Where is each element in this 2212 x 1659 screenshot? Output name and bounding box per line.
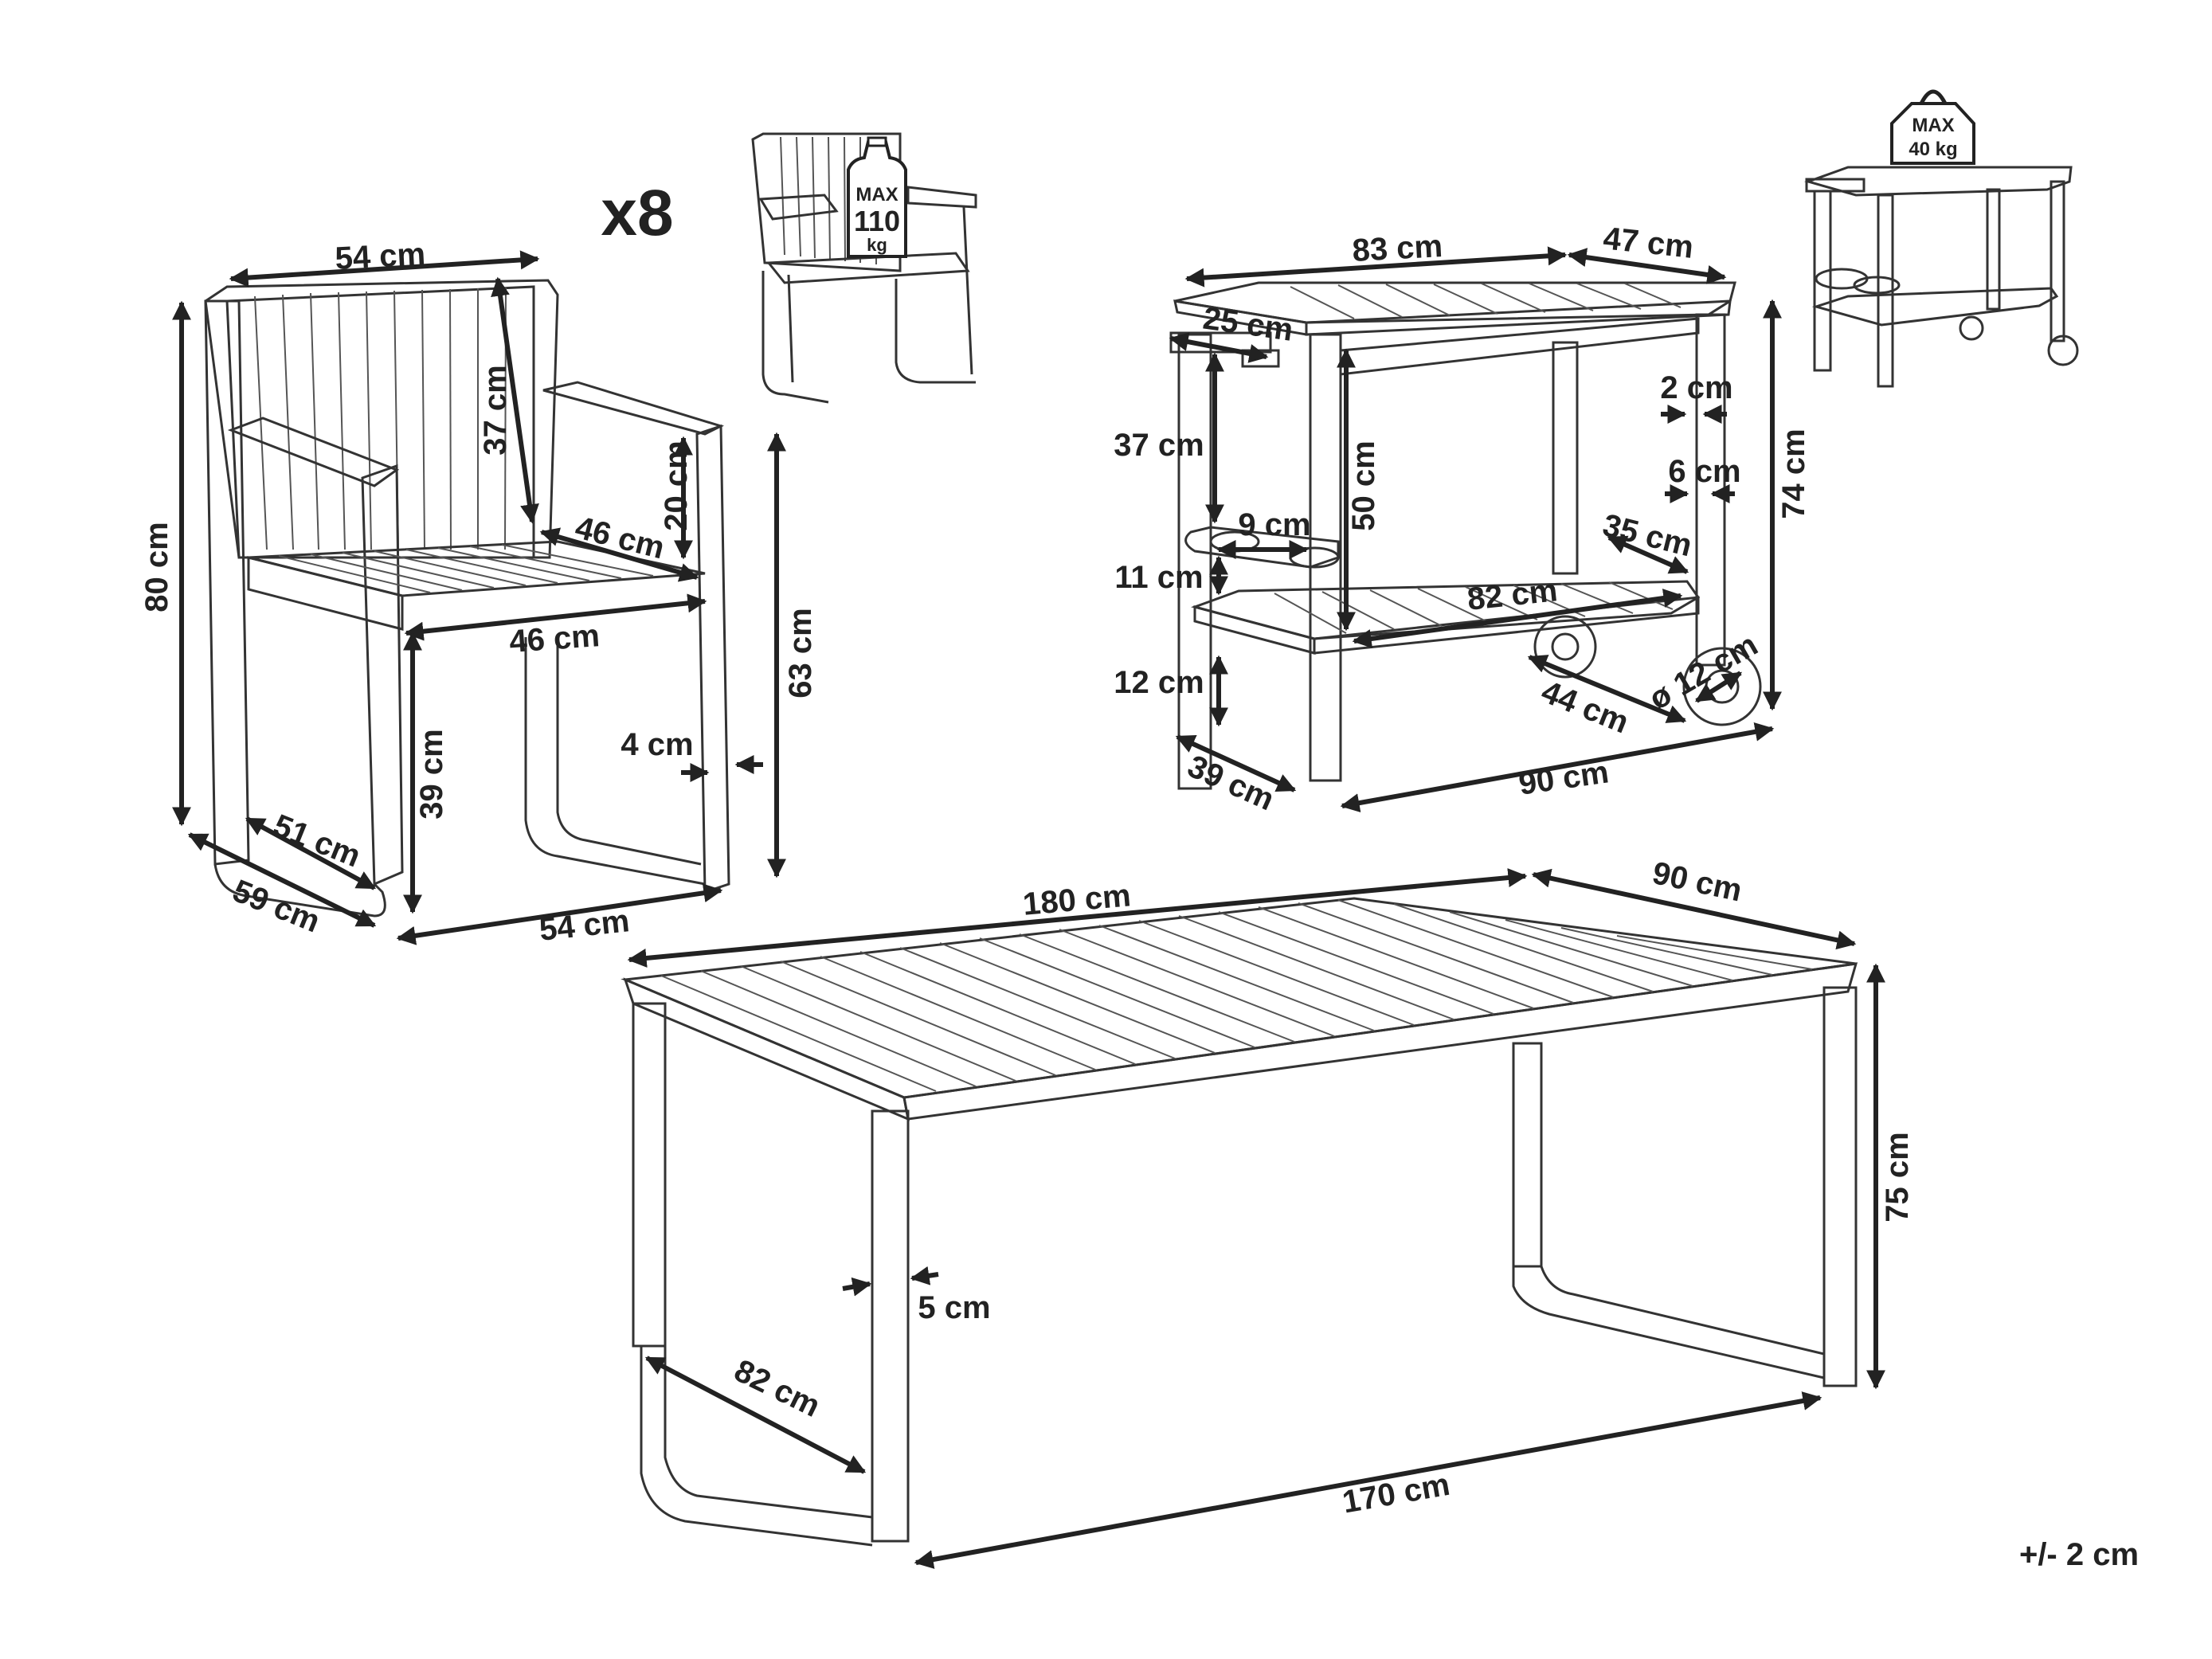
table-drawing — [621, 897, 1858, 1547]
chair-width-top-label: 54 cm — [335, 237, 427, 276]
cart-wheel-diameter-label: ø 12 cm — [1643, 627, 1764, 717]
chair-seat-height-label: 39 cm — [414, 729, 449, 819]
chair-load-value: 110 — [854, 205, 900, 237]
tolerance-note: +/- 2 cm — [2019, 1537, 2139, 1572]
cart-labels: 83 cm 47 cm 25 cm 37 cm 9 cm 50 cm 2 cm … — [1114, 221, 1811, 817]
cart-cup-hole-label: 9 cm — [1238, 507, 1310, 542]
chair-armrest-label: 20 cm — [659, 440, 694, 530]
cart-shelf-length-label: 82 cm — [1466, 573, 1559, 617]
cart-load-value: 40 kg — [1909, 139, 1957, 160]
table-labels: 180 cm 90 cm 75 cm 5 cm 82 cm 170 cm — [729, 855, 1915, 1520]
cart-load-icon: MAX 40 kg — [1804, 89, 2079, 388]
chair-armrest-total-label: 63 cm — [783, 608, 818, 698]
cart-shelf-thickness-label: 11 cm — [1114, 560, 1203, 595]
chair-labels: 54 cm 80 cm 37 cm 20 cm 46 cm 46 cm 39 c… — [139, 237, 818, 948]
cart-length-bottom-label: 90 cm — [1517, 754, 1611, 801]
chair-load-max: MAX — [855, 184, 898, 205]
cart-leg-height-label: 50 cm — [1346, 440, 1381, 530]
cart-leg-width-label: 2 cm — [1660, 370, 1732, 405]
cart-handle-label: 25 cm — [1201, 300, 1295, 347]
chair-backrest-label: 37 cm — [478, 365, 513, 455]
cart-base-depth-label: 44 cm — [1537, 674, 1634, 740]
chair-seat-width-label: 46 cm — [508, 618, 601, 659]
table-height-label: 75 cm — [1880, 1132, 1915, 1222]
cart-dimension-lines — [1169, 246, 1782, 812]
chair-dimension-lines — [172, 250, 786, 945]
table-leg-depth-label: 82 cm — [729, 1353, 825, 1424]
chair-width-bottom-label: 54 cm — [538, 903, 631, 948]
cart-ground-clearance-label: 12 cm — [1114, 665, 1204, 700]
table-leg-thickness-label: 5 cm — [918, 1290, 990, 1325]
cart-length-top-label: 83 cm — [1352, 229, 1444, 268]
chair-depth-label: 59 cm — [228, 873, 325, 939]
chair-load-unit: kg — [867, 235, 887, 255]
cart-load-max: MAX — [1912, 115, 1954, 136]
cart-depth-top-label: 47 cm — [1602, 221, 1695, 265]
table-dimension-lines — [627, 868, 1885, 1569]
chair-seat-depth-label: 46 cm — [572, 510, 668, 565]
chair-load-icon: MAX 110 kg — [751, 132, 977, 404]
quantity-label: x8 — [601, 177, 673, 249]
chair-base-depth-label: 51 cm — [268, 808, 366, 874]
cart-total-height-label: 74 cm — [1776, 428, 1811, 518]
cart-upper-gap-label: 37 cm — [1114, 428, 1204, 463]
cart-leg-depth-label: 6 cm — [1668, 454, 1740, 489]
chair-leg-thickness-label: 4 cm — [621, 727, 693, 762]
chair-height-total-label: 80 cm — [139, 522, 174, 612]
